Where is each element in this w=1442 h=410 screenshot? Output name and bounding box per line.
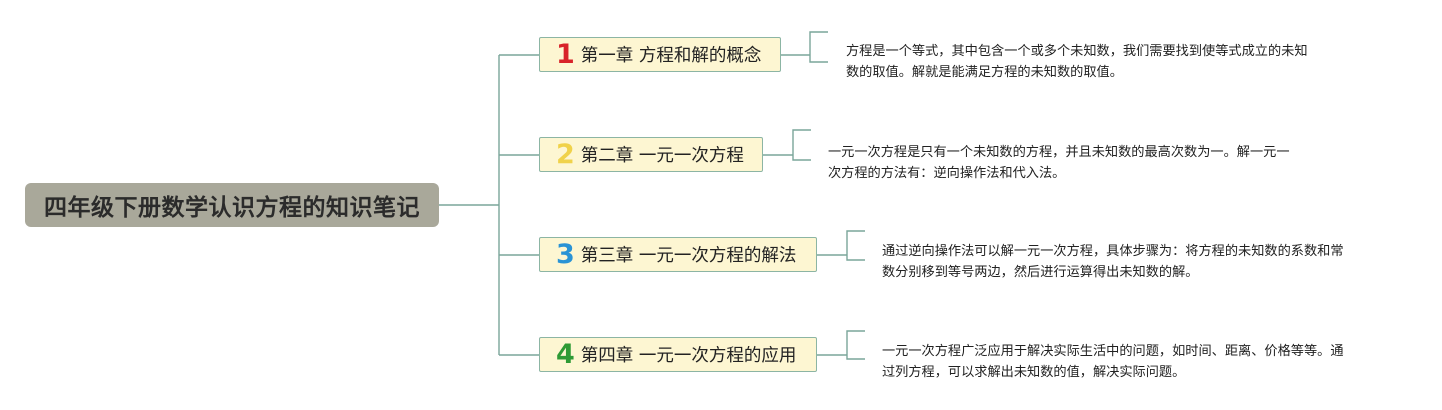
chapter-number-2-icon: 2 xyxy=(556,139,575,170)
chapter-node-3[interactable]: 3 第三章 一元一次方程的解法 xyxy=(539,237,817,272)
note-bracket-4 xyxy=(846,330,865,360)
chapter-node-2[interactable]: 2 第二章 一元一次方程 xyxy=(539,137,763,172)
root-topic-label: 四年级下册数学认识方程的知识笔记 xyxy=(44,195,420,221)
chapter-node-4[interactable]: 4 第四章 一元一次方程的应用 xyxy=(539,337,817,372)
note-bracket-3 xyxy=(846,230,865,261)
chapter-note-3: 通过逆向操作法可以解一元一次方程，具体步骤为：将方程的未知数的系数和常 数分别移… xyxy=(882,244,1344,280)
chapter-number-3-icon: 3 xyxy=(556,239,575,270)
chapter-note-1: 方程是一个等式，其中包含一个或多个未知数，我们需要找到使等式成立的未知 数的取值… xyxy=(846,44,1308,80)
chapter-note-2: 一元一次方程是只有一个未知数的方程，并且未知数的最高次数为一。解一元一 次方程的… xyxy=(828,145,1290,181)
chapter-number-4-icon: 4 xyxy=(556,339,575,370)
chapter-title-1: 第一章 方程和解的概念 xyxy=(580,46,762,66)
chapter-note-4: 一元一次方程广泛应用于解决实际生活中的问题，如时间、距离、价格等等。通 过列方程… xyxy=(882,344,1344,380)
chapter-title-4: 第四章 一元一次方程的应用 xyxy=(580,346,797,366)
chapter-title-2: 第二章 一元一次方程 xyxy=(580,146,744,166)
note-bracket-2 xyxy=(792,129,811,161)
chapter-number-1-icon: 1 xyxy=(556,39,575,70)
note-bracket-1 xyxy=(809,31,828,63)
chapter-title-3: 第三章 一元一次方程的解法 xyxy=(580,246,797,266)
root-topic[interactable]: 四年级下册数学认识方程的知识笔记 xyxy=(25,183,439,227)
chapter-node-1[interactable]: 1 第一章 方程和解的概念 xyxy=(539,37,781,72)
